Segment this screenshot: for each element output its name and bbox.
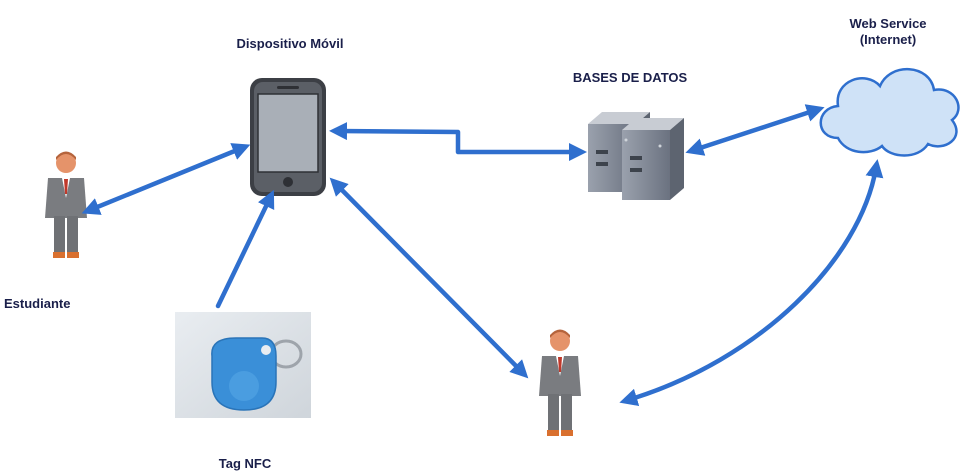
cloud-icon bbox=[819, 68, 960, 157]
student-label: Estudiante bbox=[4, 296, 71, 311]
arrow-mobile-database bbox=[329, 122, 587, 161]
person-icon bbox=[539, 329, 581, 436]
arrow-admin-cloud bbox=[619, 159, 884, 406]
server-icon bbox=[588, 112, 684, 200]
arrow-mobile-admin bbox=[329, 177, 529, 379]
web-service-label: Web Service (Internet) bbox=[818, 16, 958, 48]
smartphone-icon bbox=[250, 78, 326, 196]
web-service-label-line2: (Internet) bbox=[859, 32, 917, 47]
databases-label: BASES DE DATOS bbox=[572, 70, 688, 85]
arrow-database-cloud bbox=[685, 104, 825, 156]
arrow-nfc-mobile bbox=[215, 189, 275, 309]
person-icon bbox=[45, 151, 87, 258]
mobile-device-label: Dispositivo Móvil bbox=[236, 36, 344, 51]
nfc-tag-label: Tag NFC bbox=[218, 456, 272, 471]
web-service-label-line1: Web Service bbox=[849, 16, 927, 31]
arrow-student-mobile bbox=[81, 143, 251, 215]
nfc-keyfob-icon bbox=[175, 312, 311, 418]
